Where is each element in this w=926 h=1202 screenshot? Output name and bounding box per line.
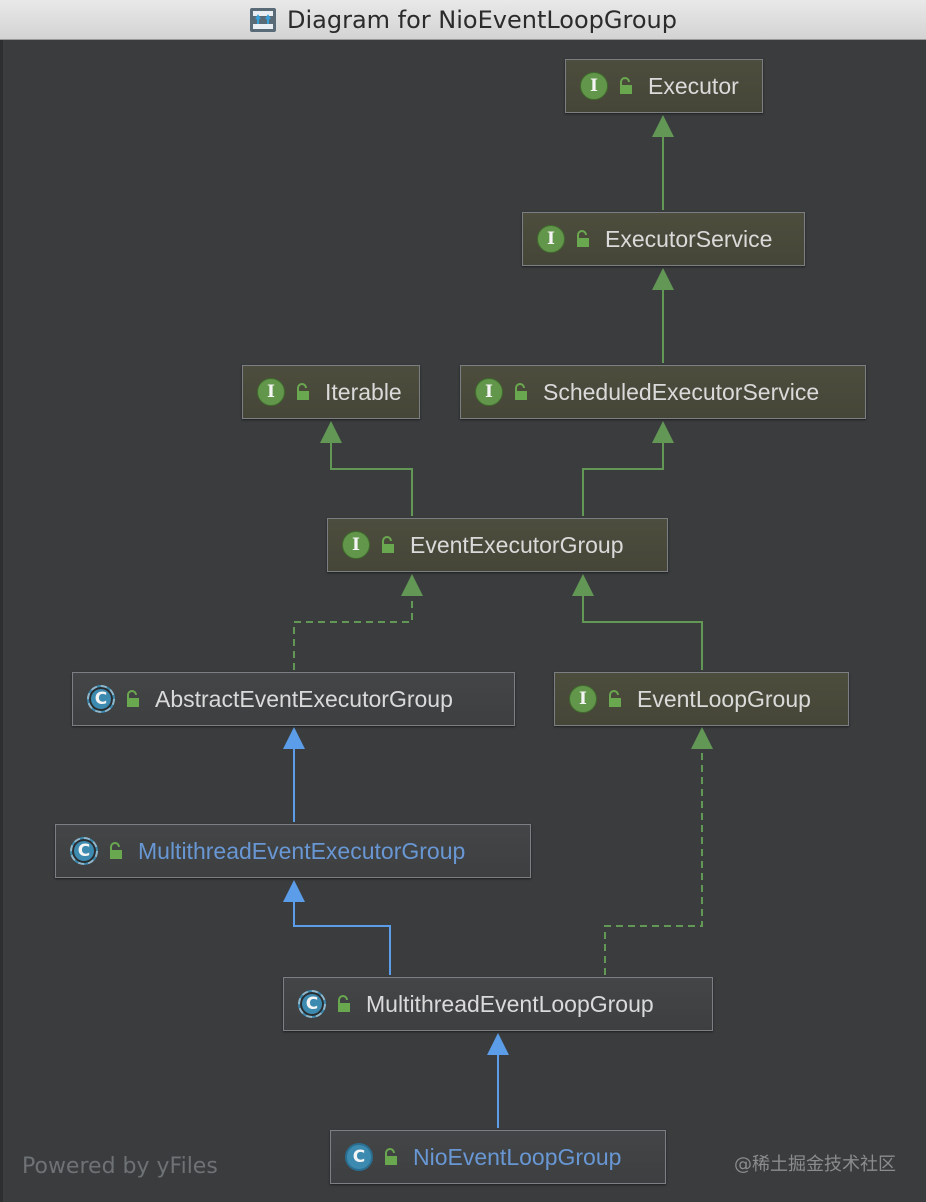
edge-abstracteventexecutorgroup-to-eventexecutorgroup xyxy=(293,574,423,670)
node-label: NioEventLoopGroup xyxy=(413,1143,622,1170)
node-label: Executor xyxy=(648,72,739,99)
interface-badge-icon: I xyxy=(569,685,597,713)
node-label: Iterable xyxy=(325,378,402,405)
diagram-icon xyxy=(250,8,276,32)
abstract-class-badge-icon: C xyxy=(298,990,326,1018)
node-eventloopgroup[interactable]: I EventLoopGroup xyxy=(554,672,849,726)
source-watermark: @稀土掘金技术社区 xyxy=(734,1154,896,1175)
edge-eventexecutorgroup-to-iterable xyxy=(320,421,413,516)
title-wrap: Diagram for NioEventLoopGroup xyxy=(0,0,926,40)
node-multithreadeventloopgroup[interactable]: C MultithreadEventLoopGroup xyxy=(283,977,713,1031)
interface-badge-icon: I xyxy=(342,531,370,559)
window-titlebar: Diagram for NioEventLoopGroup xyxy=(0,0,926,40)
node-executor[interactable]: I Executor xyxy=(565,59,763,113)
edge-scheduledexecutorservice-to-executorservice xyxy=(652,268,674,363)
open-lock-icon xyxy=(515,383,527,400)
open-lock-icon xyxy=(382,536,394,553)
edge-eventloopgroup-to-eventexecutorgroup xyxy=(572,574,703,670)
node-scheduledexecutorservice[interactable]: I ScheduledExecutorService xyxy=(460,365,866,419)
interface-badge-icon: I xyxy=(257,378,285,406)
powered-by-label: Powered by yFiles xyxy=(22,1154,218,1179)
open-lock-icon xyxy=(609,690,621,707)
open-lock-icon xyxy=(620,77,632,94)
edge-nioeventloopgroup-to-multithreadeventloopgroup xyxy=(487,1033,509,1128)
node-executorservice[interactable]: I ExecutorService xyxy=(522,212,805,266)
node-nioeventloopgroup[interactable]: C NioEventLoopGroup xyxy=(330,1130,666,1184)
open-lock-icon xyxy=(338,995,350,1012)
abstract-class-badge-icon: C xyxy=(87,685,115,713)
node-label: ScheduledExecutorService xyxy=(543,378,820,405)
interface-badge-icon: I xyxy=(537,225,565,253)
abstract-class-badge-icon: C xyxy=(70,837,98,865)
node-label: AbstractEventExecutorGroup xyxy=(155,685,453,712)
edge-eventexecutorgroup-to-scheduledexecutorservice xyxy=(582,421,674,516)
edge-executorservice-to-executor xyxy=(652,115,674,210)
class-badge-icon: C xyxy=(345,1143,373,1171)
node-abstracteventexecutorgroup[interactable]: C AbstractEventExecutorGroup xyxy=(72,672,515,726)
left-gutter xyxy=(0,40,3,1202)
open-lock-icon xyxy=(110,842,122,859)
edge-multithreadeventexecutorgroup-to-abstracteventexecutorgroup xyxy=(283,727,305,822)
interface-badge-icon: I xyxy=(580,72,608,100)
window-title: Diagram for NioEventLoopGroup xyxy=(287,6,677,34)
diagram-canvas[interactable]: I Executor I ExecutorService I Iterable … xyxy=(0,40,926,1202)
open-lock-icon xyxy=(385,1148,397,1165)
node-label: MultithreadEventExecutorGroup xyxy=(138,837,466,864)
node-label: EventLoopGroup xyxy=(637,685,811,712)
node-label: MultithreadEventLoopGroup xyxy=(366,990,654,1017)
open-lock-icon xyxy=(297,383,309,400)
node-multithreadeventexecutorgroup[interactable]: C MultithreadEventExecutorGroup xyxy=(55,824,531,878)
open-lock-icon xyxy=(127,690,139,707)
node-eventexecutorgroup[interactable]: I EventExecutorGroup xyxy=(327,518,668,572)
edge-multithreadeventloopgroup-to-multithreadeventexecutorgroup xyxy=(283,880,391,975)
edge-multithreadeventloopgroup-to-eventloopgroup xyxy=(604,727,713,975)
node-iterable[interactable]: I Iterable xyxy=(242,365,420,419)
interface-badge-icon: I xyxy=(475,378,503,406)
node-label: EventExecutorGroup xyxy=(410,531,624,558)
open-lock-icon xyxy=(577,230,589,247)
node-label: ExecutorService xyxy=(605,225,773,252)
edges-layer xyxy=(283,115,713,1128)
